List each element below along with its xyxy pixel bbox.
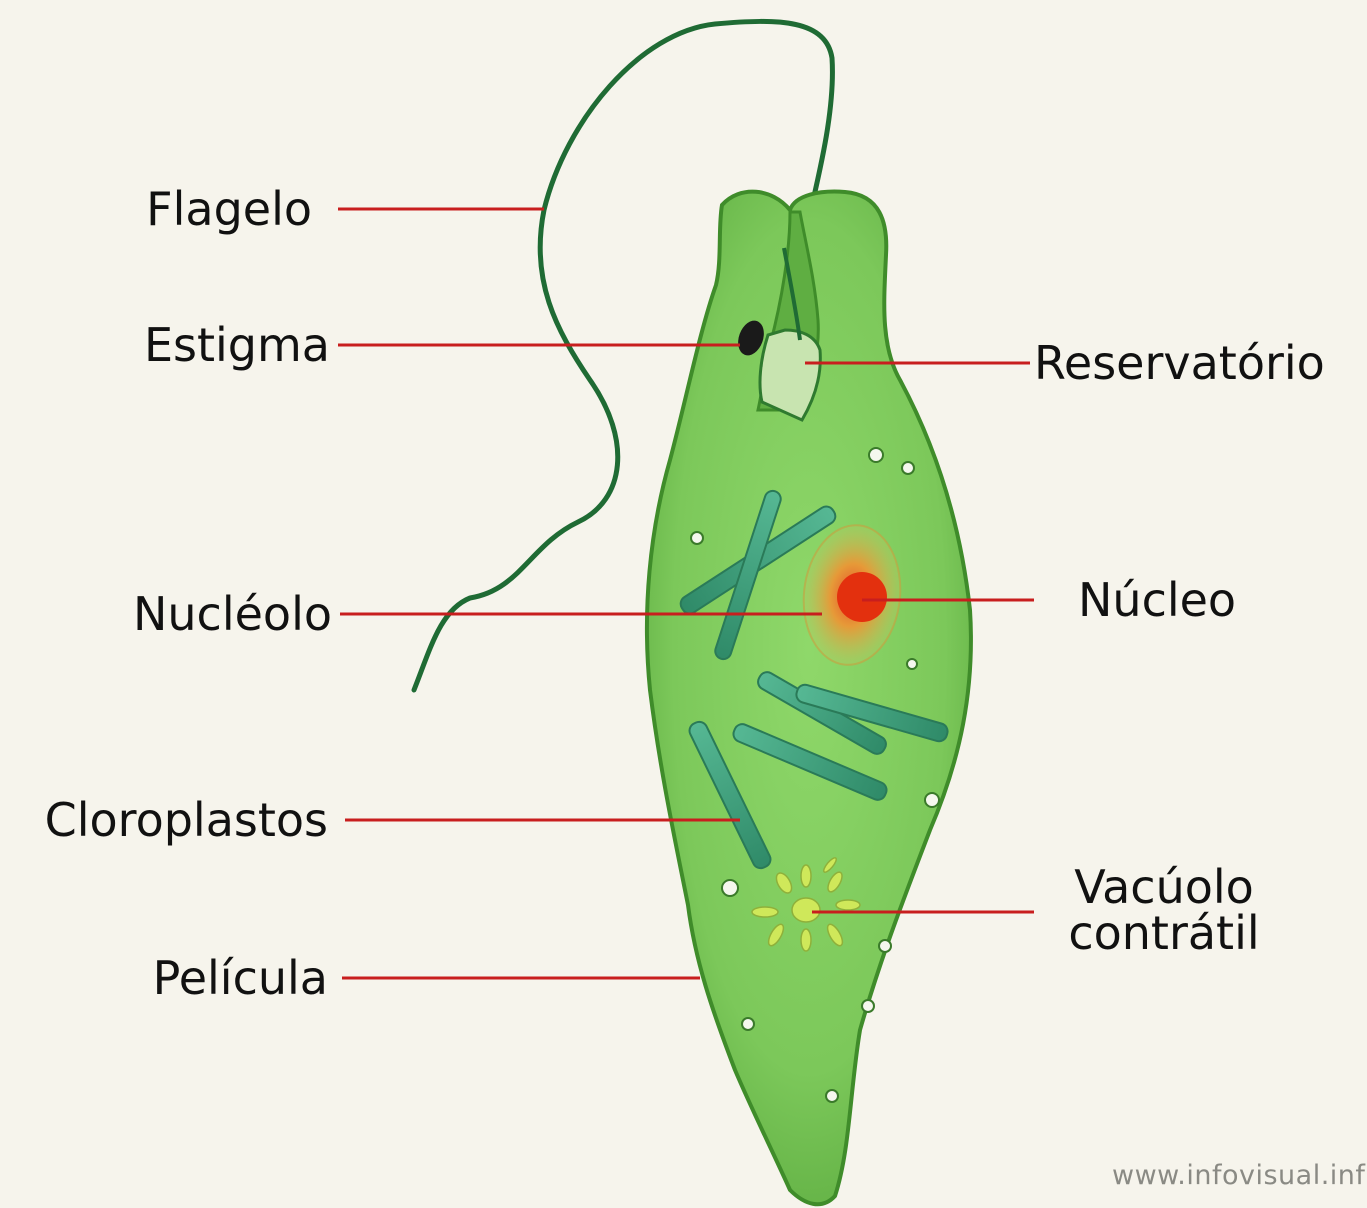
- label-vacuolo-contratil: Vacúolo contrátil: [1050, 864, 1278, 956]
- label-vacuolo-line1: Vacúolo: [1050, 864, 1278, 910]
- label-reservatorio: Reservatório: [1034, 340, 1325, 386]
- label-flagelo: Flagelo: [100, 186, 312, 232]
- label-pelicula: Película: [100, 955, 328, 1001]
- label-nucleo: Núcleo: [1078, 577, 1236, 623]
- label-estigma: Estigma: [100, 322, 330, 368]
- nucleolus: [837, 572, 887, 622]
- label-vacuolo-line2: contrátil: [1050, 910, 1278, 956]
- watermark: www.infovisual.inf: [1112, 1160, 1365, 1191]
- label-nucleolo: Nucléolo: [80, 591, 332, 637]
- label-cloroplastos: Cloroplastos: [10, 797, 328, 843]
